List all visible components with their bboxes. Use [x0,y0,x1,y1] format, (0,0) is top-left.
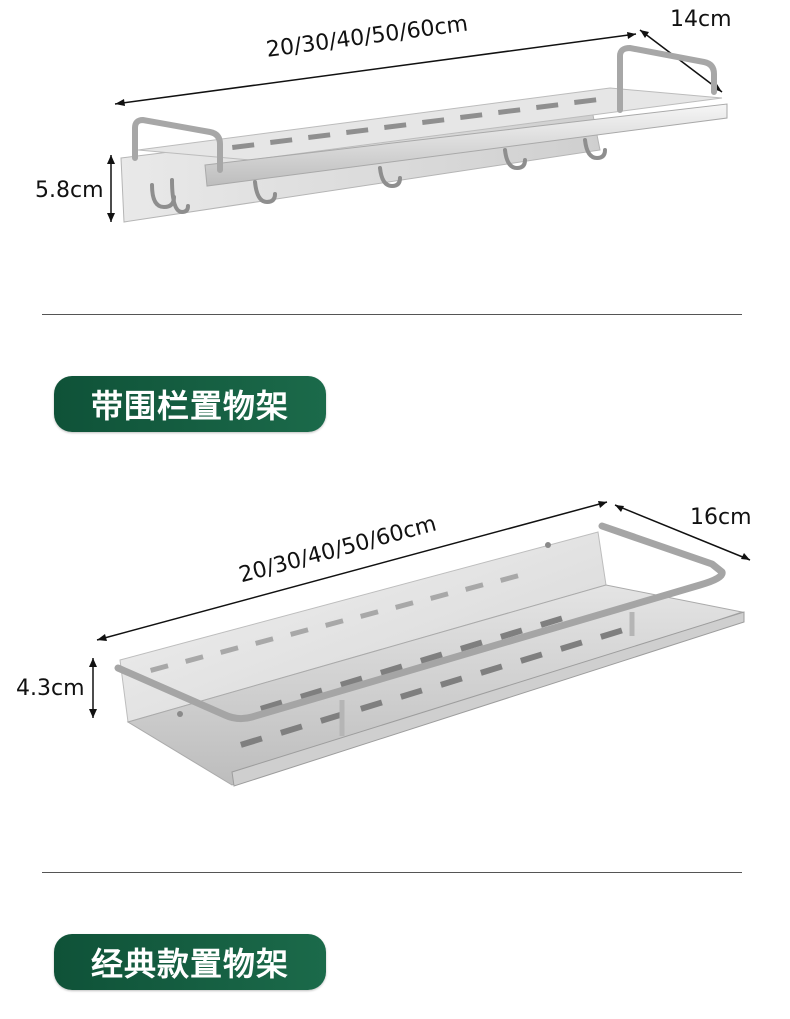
top-depth-dimension-label: 14cm [670,7,732,32]
divider-line-bottom [42,872,742,873]
bottom-depth-dimension-label: 16cm [690,505,752,530]
classic-shelf-badge: 经典款置物架 [54,934,326,990]
top-shelf-illustration [107,29,728,223]
bottom-shelf-illustration [89,501,751,787]
divider-line-top [42,314,742,315]
top-height-dimension-label: 5.8cm [35,178,104,203]
fenced-shelf-badge: 带围栏置物架 [54,376,326,432]
bottom-height-dimension-label: 4.3cm [16,676,85,701]
